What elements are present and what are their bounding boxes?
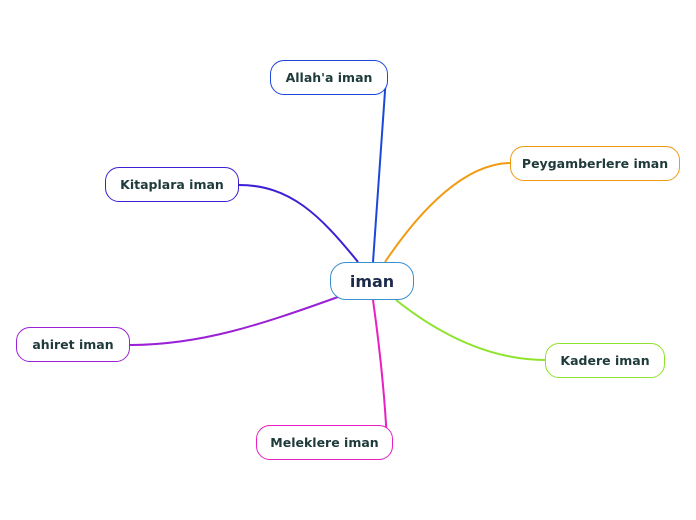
connector-ahiret xyxy=(129,296,339,346)
connector-peygamber xyxy=(384,162,512,263)
topic-node-melek[interactable]: Meleklere iman xyxy=(256,425,393,460)
topic-node-kader[interactable]: Kadere iman xyxy=(545,343,665,378)
connector-kader xyxy=(395,299,547,361)
topic-node-ahiret[interactable]: ahiret iman xyxy=(16,327,130,362)
topic-node-allah[interactable]: Allah'a iman xyxy=(270,60,388,95)
central-topic-node[interactable]: iman xyxy=(330,262,414,300)
connector-allah xyxy=(372,76,387,263)
connector-melek xyxy=(372,299,388,443)
topic-node-peygamber[interactable]: Peygamberlere iman xyxy=(510,146,680,181)
topic-node-kitap[interactable]: Kitaplara iman xyxy=(105,167,239,202)
connector-kitap xyxy=(238,184,359,263)
